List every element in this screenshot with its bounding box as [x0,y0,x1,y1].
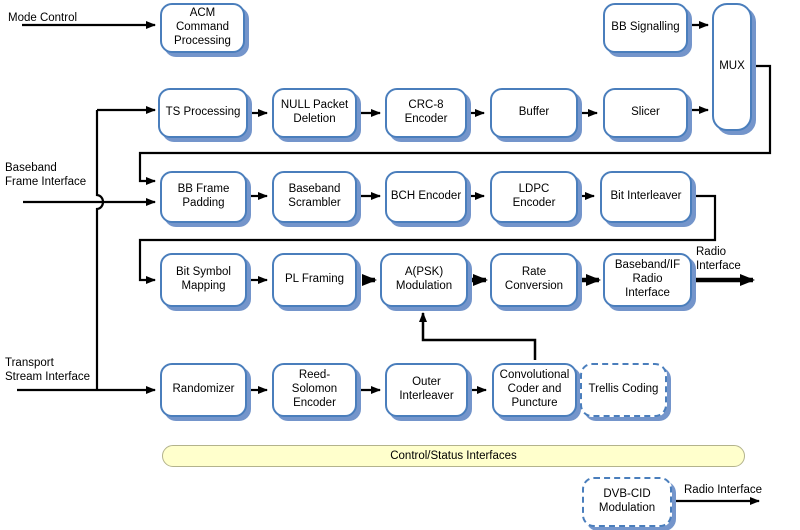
label-mode-control: Mode Control [8,12,78,24]
block-reed-solomon-encoder: Reed- Solomon Encoder [272,363,357,417]
block-trellis-coding: Trellis Coding [580,363,667,417]
wire-mux-wraparound [138,64,772,185]
label-radio-interface-out: Radio Interface [696,246,741,273]
block-baseband-if-radio-interface: Baseband/IF Radio Interface [603,253,692,307]
block-bch-encoder: BCH Encoder [385,171,467,223]
label-baseband-frame-interface: Baseband Frame Interface [5,162,87,189]
block-crc8-encoder: CRC-8 Encoder [385,88,467,138]
block-slicer: Slicer [603,88,688,138]
block-mux: MUX [712,3,752,131]
block-pl-framing: PL Framing [272,253,357,307]
block-rate-conversion: Rate Conversion [490,253,578,307]
wire-convolutional-to-apsk [419,312,537,360]
wire-bitinterleaver-wraparound [138,194,717,284]
block-convolutional-coder-puncture: Convolutional Coder and Puncture [492,363,577,417]
block-apsk-modulation: A(PSK) Modulation [380,253,468,307]
wire-trunk-vertical [95,110,105,390]
label-transport-stream-interface: Transport Stream Interface [5,357,91,384]
block-acm-command-processing: ACM Command Processing [160,3,245,53]
block-baseband-scrambler: Baseband Scrambler [272,171,357,223]
block-outer-interleaver: Outer Interleaver [385,363,468,417]
block-null-packet-deletion: NULL Packet Deletion [272,88,357,138]
block-bb-frame-padding: BB Frame Padding [160,171,247,223]
block-bit-interleaver: Bit Interleaver [600,171,692,223]
block-randomizer: Randomizer [160,363,247,417]
block-ts-processing: TS Processing [158,88,248,138]
banner-control-status-interfaces: Control/Status Interfaces [162,445,745,467]
block-ldpc-encoder: LDPC Encoder [490,171,578,223]
label-radio-interface-cid: Radio Interface [684,484,762,496]
block-buffer: Buffer [490,88,578,138]
block-bb-signalling: BB Signalling [603,3,688,53]
block-dvb-cid-modulation: DVB-CID Modulation [582,477,672,527]
block-bit-symbol-mapping: Bit Symbol Mapping [160,253,247,307]
